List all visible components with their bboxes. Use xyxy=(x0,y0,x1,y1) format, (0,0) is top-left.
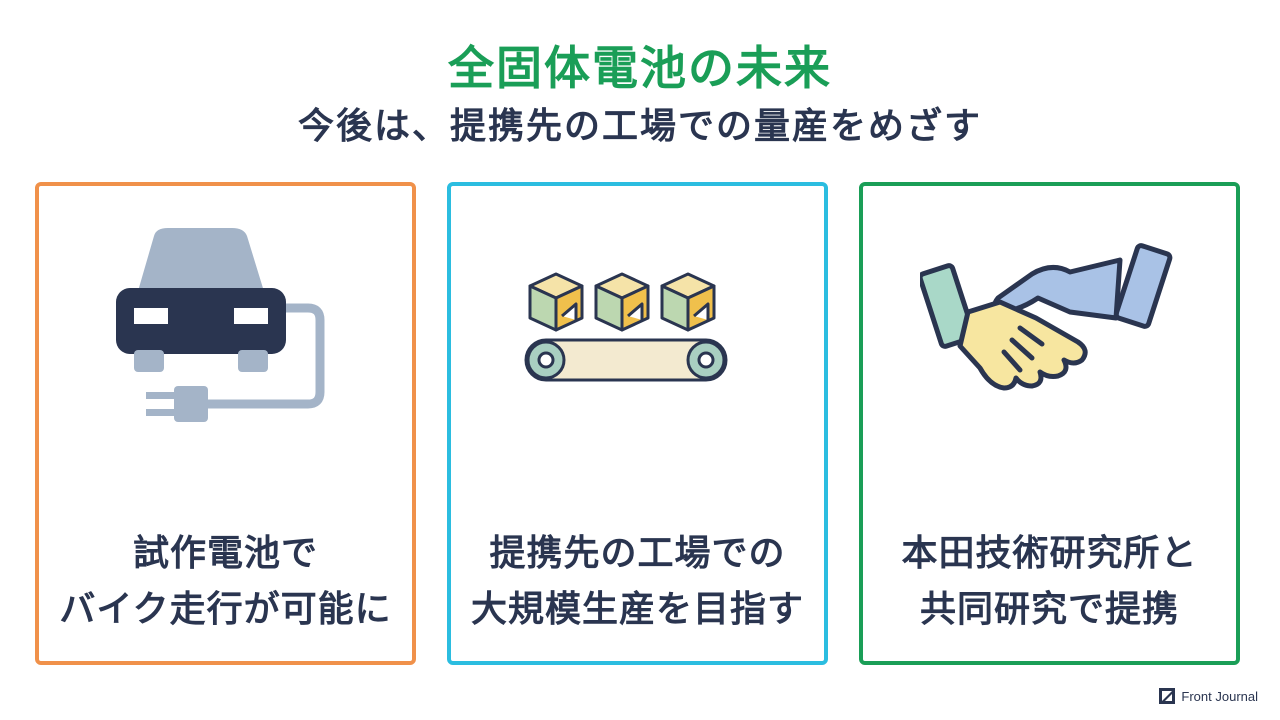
front-journal-logo-icon xyxy=(1159,688,1176,704)
card-prototype-battery: 試作電池で バイク走行が可能に xyxy=(35,182,416,665)
electric-car-plug-icon xyxy=(115,228,324,422)
card-text-line: 試作電池で xyxy=(132,533,318,574)
card-honda-partnership: 本田技術研究所と 共同研究で提携 xyxy=(859,182,1240,665)
card-factory-production: 提携先の工場での 大規模生産を目指す xyxy=(447,182,828,665)
card-text-line: 本田技術研究所と xyxy=(901,533,1198,574)
page-title: 全固体電池の未来 xyxy=(448,41,832,95)
card-text-line: バイク走行が可能に xyxy=(59,589,392,630)
card-text-line: 大規模生産を目指す xyxy=(470,589,804,630)
card-text-line: 提携先の工場での xyxy=(489,533,786,574)
handshake-icon xyxy=(919,243,1172,391)
card-text-line: 共同研究で提携 xyxy=(919,589,1179,630)
conveyor-boxes-icon xyxy=(524,272,727,382)
brand-logo: Front Journal xyxy=(1159,688,1258,704)
brand-name: Front Journal xyxy=(1181,688,1258,704)
page-subtitle: 今後は、提携先の工場での量産をめざす xyxy=(297,106,982,147)
